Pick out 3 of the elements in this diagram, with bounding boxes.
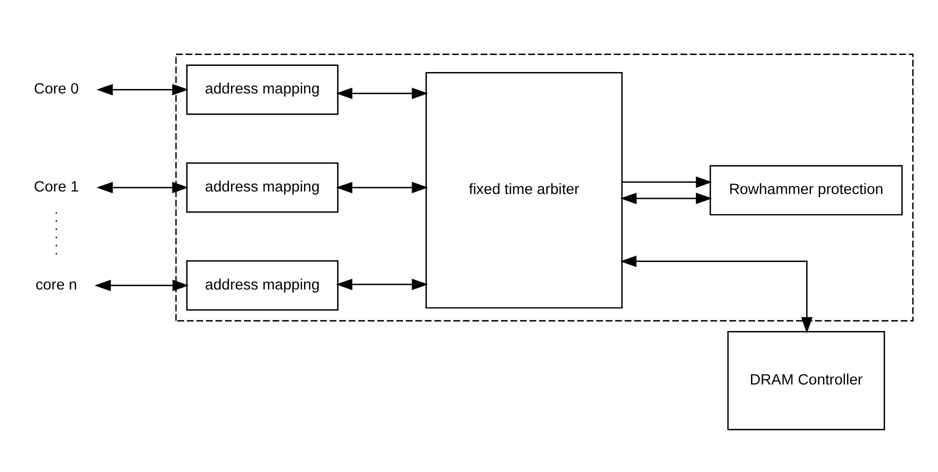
node-text: core n [36,276,78,293]
node-text: Core 1 [34,178,79,195]
node-text: Core 0 [34,80,79,97]
